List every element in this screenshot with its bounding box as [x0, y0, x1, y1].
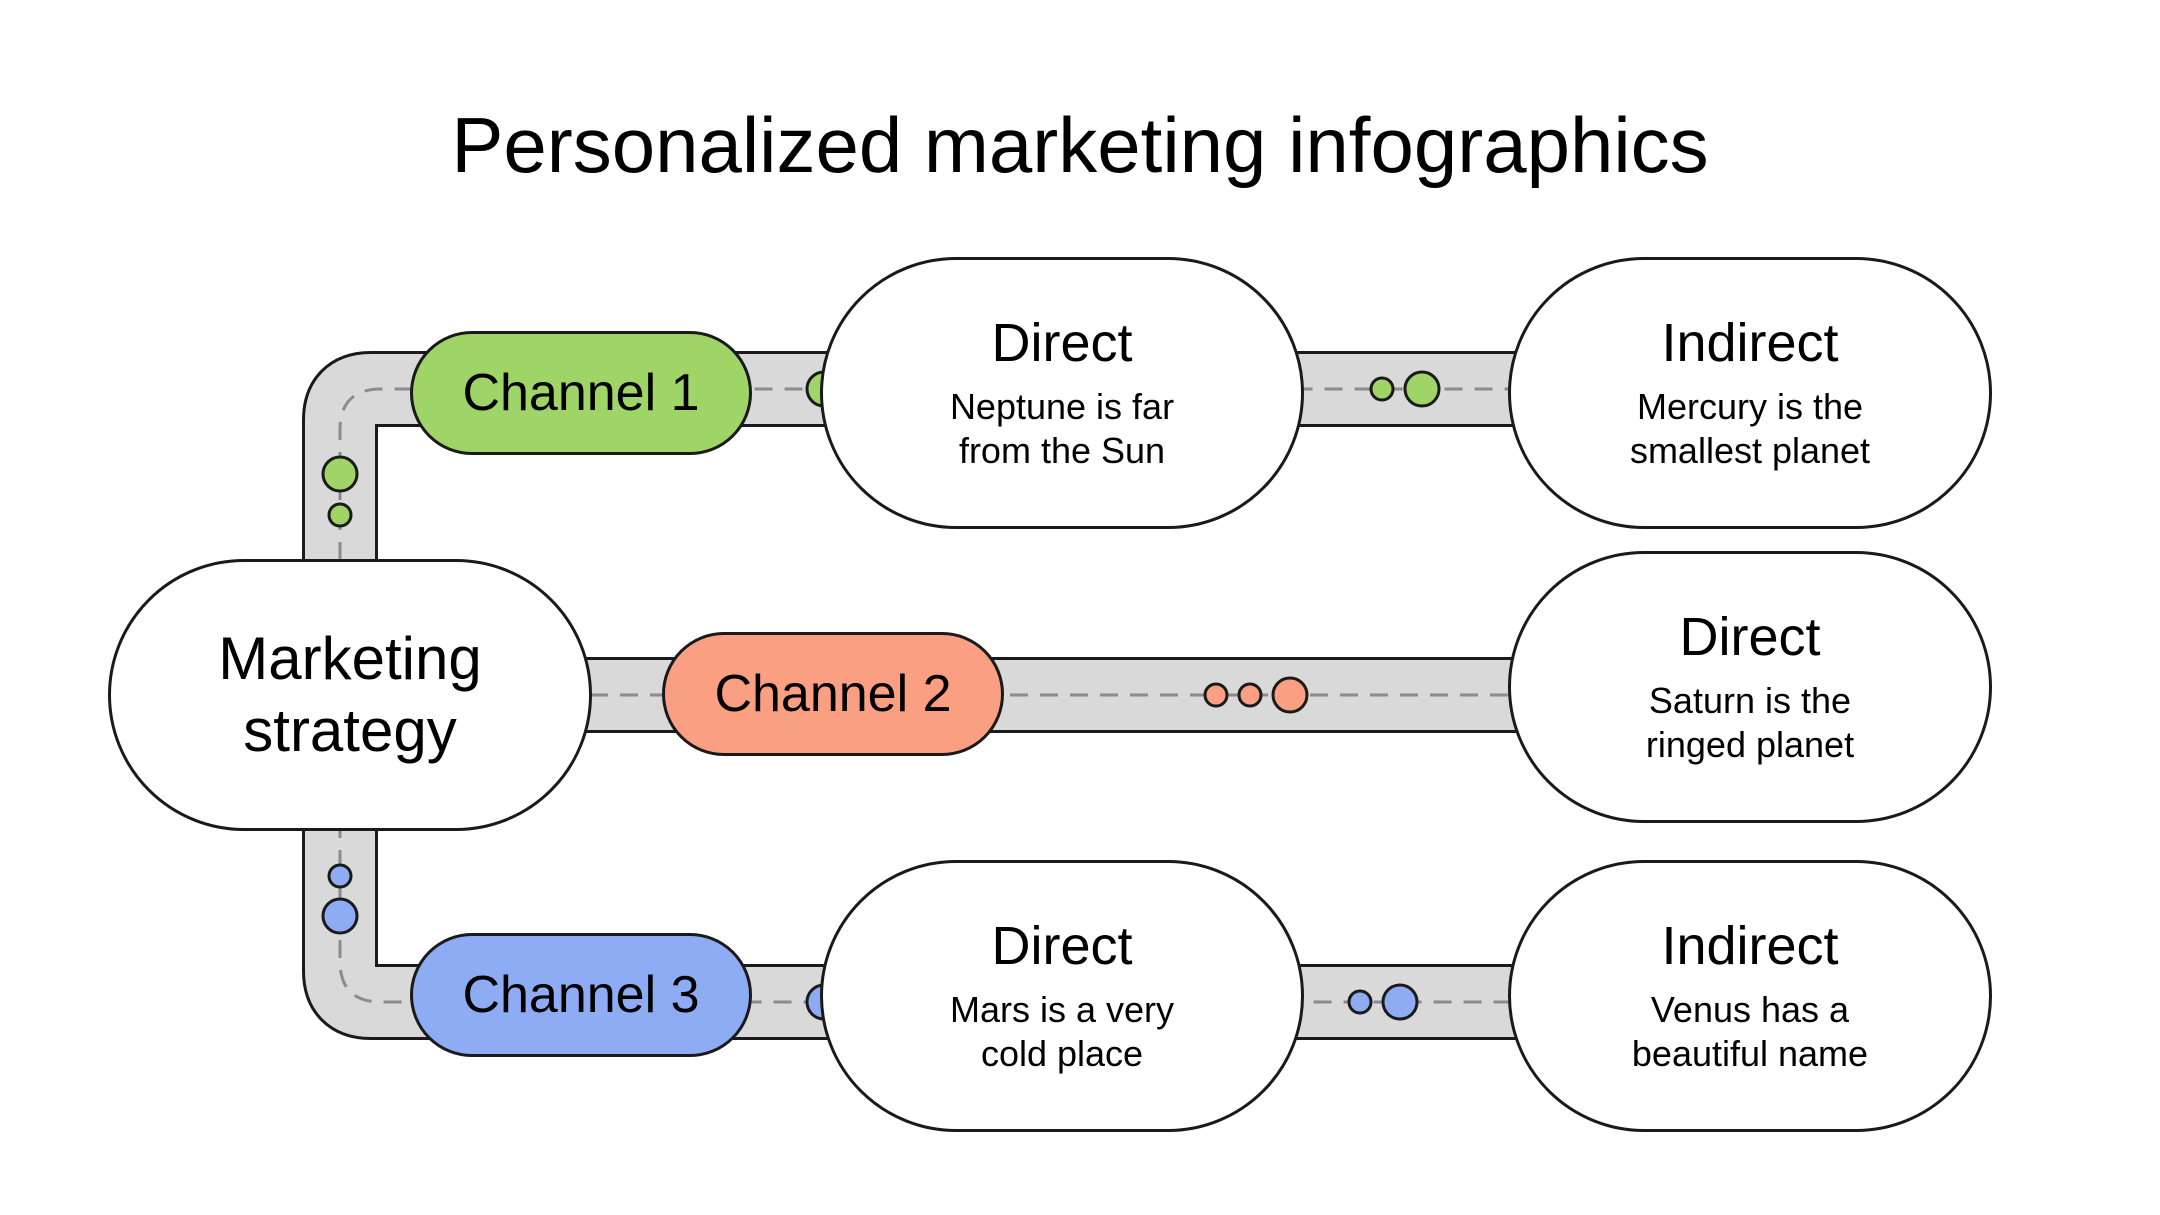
channel-3-indirect-heading: Indirect	[1661, 916, 1839, 976]
channel-1-direct-node: Direct Neptune is far from the Sun	[820, 257, 1304, 529]
channel-1-indirect-heading: Indirect	[1661, 313, 1839, 373]
channel-3-direct-node: Direct Mars is a very cold place	[820, 860, 1304, 1132]
page-title: Personalized marketing infographics	[451, 101, 1709, 189]
channel-1-indirect-text: Mercury is the smallest planet	[1629, 386, 1871, 471]
channel-2-direct-node: Direct Saturn is the ringed planet	[1508, 551, 1992, 823]
road-channel-1	[302, 351, 1560, 560]
channel-2-direct-heading: Direct	[1679, 607, 1821, 667]
channel-2-direct-text: Saturn is the ringed planet	[1645, 680, 1855, 765]
channel-1-direct-text: Neptune is far from the Sun	[949, 386, 1175, 471]
channel-1-indirect-node: Indirect Mercury is the smallest planet	[1508, 257, 1992, 529]
road-channel-3	[302, 820, 1560, 1040]
channel-1-label: Channel 1	[462, 364, 700, 422]
channel-1-direct-heading: Direct	[991, 313, 1133, 373]
marketing-strategy-label: Marketing strategy	[218, 625, 482, 764]
channel-2-pill: Channel 2	[662, 632, 1004, 756]
channel-2-label: Channel 2	[714, 665, 952, 723]
channel-3-pill: Channel 3	[410, 933, 752, 1057]
marketing-strategy-node: Marketing strategy	[108, 559, 592, 831]
channel-1-pill: Channel 1	[410, 331, 752, 455]
channel-3-direct-heading: Direct	[991, 916, 1133, 976]
channel-3-label: Channel 3	[462, 966, 700, 1024]
channel-3-direct-text: Mars is a very cold place	[949, 989, 1175, 1074]
dots-channel-2	[1203, 676, 1309, 714]
channel-3-indirect-text: Venus has a beautiful name	[1631, 989, 1869, 1074]
channel-3-indirect-node: Indirect Venus has a beautiful name	[1508, 860, 1992, 1132]
